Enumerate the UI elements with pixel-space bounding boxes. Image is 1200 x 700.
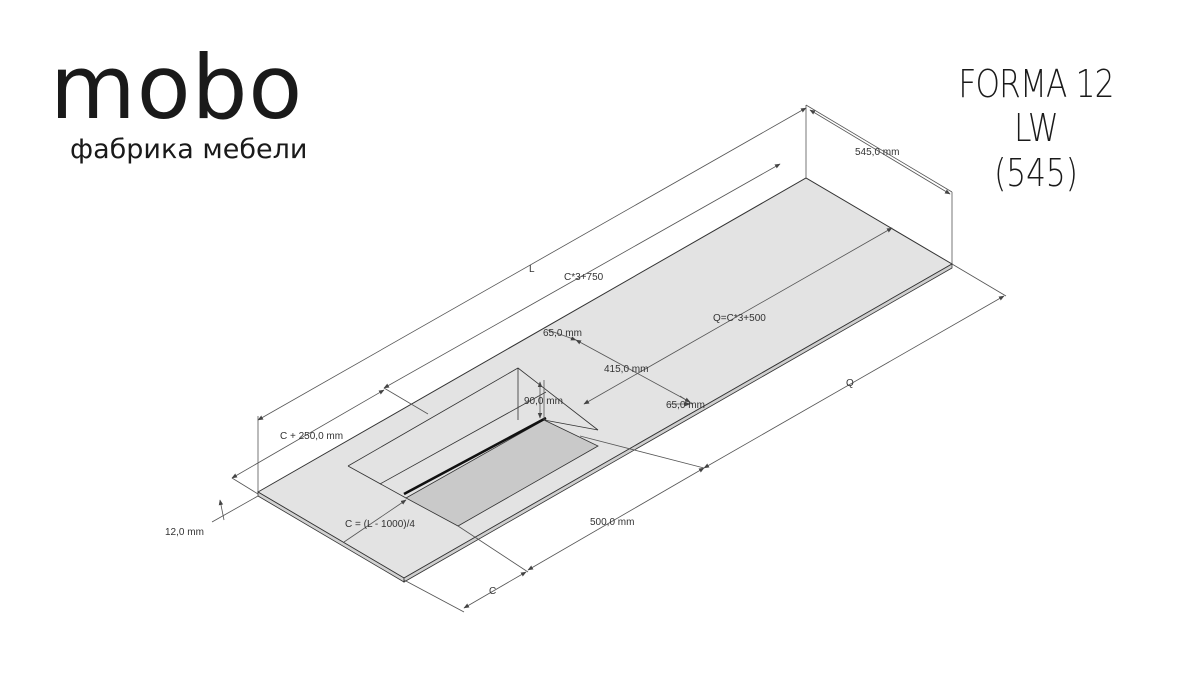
dim-q-label: Q	[846, 378, 854, 389]
dimension-labels: 545,0 mm L C*3+750 Q=C*3+500 Q 65,0 mm 4…	[165, 147, 899, 597]
dim-thickness-label: 12,0 mm	[165, 527, 204, 538]
dim-width-label: 545,0 mm	[855, 147, 899, 158]
bowl-drain-slot	[403, 416, 547, 496]
dim-c-formula-label: C = (L - 1000)/4	[345, 519, 415, 530]
dim-length-formula-label: C*3+750	[564, 272, 604, 283]
dim-depth-label: 90,0 mm	[524, 396, 563, 407]
dim-rim-top-label: 65,0 mm	[543, 328, 582, 339]
product-title: FORMA 12 LW (545)	[916, 62, 1156, 196]
dim-bowl-width-label: 415,0 mm	[604, 364, 648, 375]
dim-q-formula-label: Q=C*3+500	[713, 313, 766, 324]
dimension-lines	[211, 104, 1007, 613]
dim-rim-right-label: 65,0 mm	[666, 400, 705, 411]
product-size: (545)	[994, 151, 1078, 195]
dim-c-label: C	[489, 586, 496, 597]
product-model: FORMA 12 LW	[958, 62, 1114, 150]
bowl-corner-right	[543, 419, 599, 431]
dim-length-label: L	[529, 264, 535, 275]
dim-offset-label: C + 250,0 mm	[280, 431, 343, 442]
dim-bowl-length-label: 500,0 mm	[590, 517, 634, 528]
bowl-floor	[405, 419, 599, 527]
